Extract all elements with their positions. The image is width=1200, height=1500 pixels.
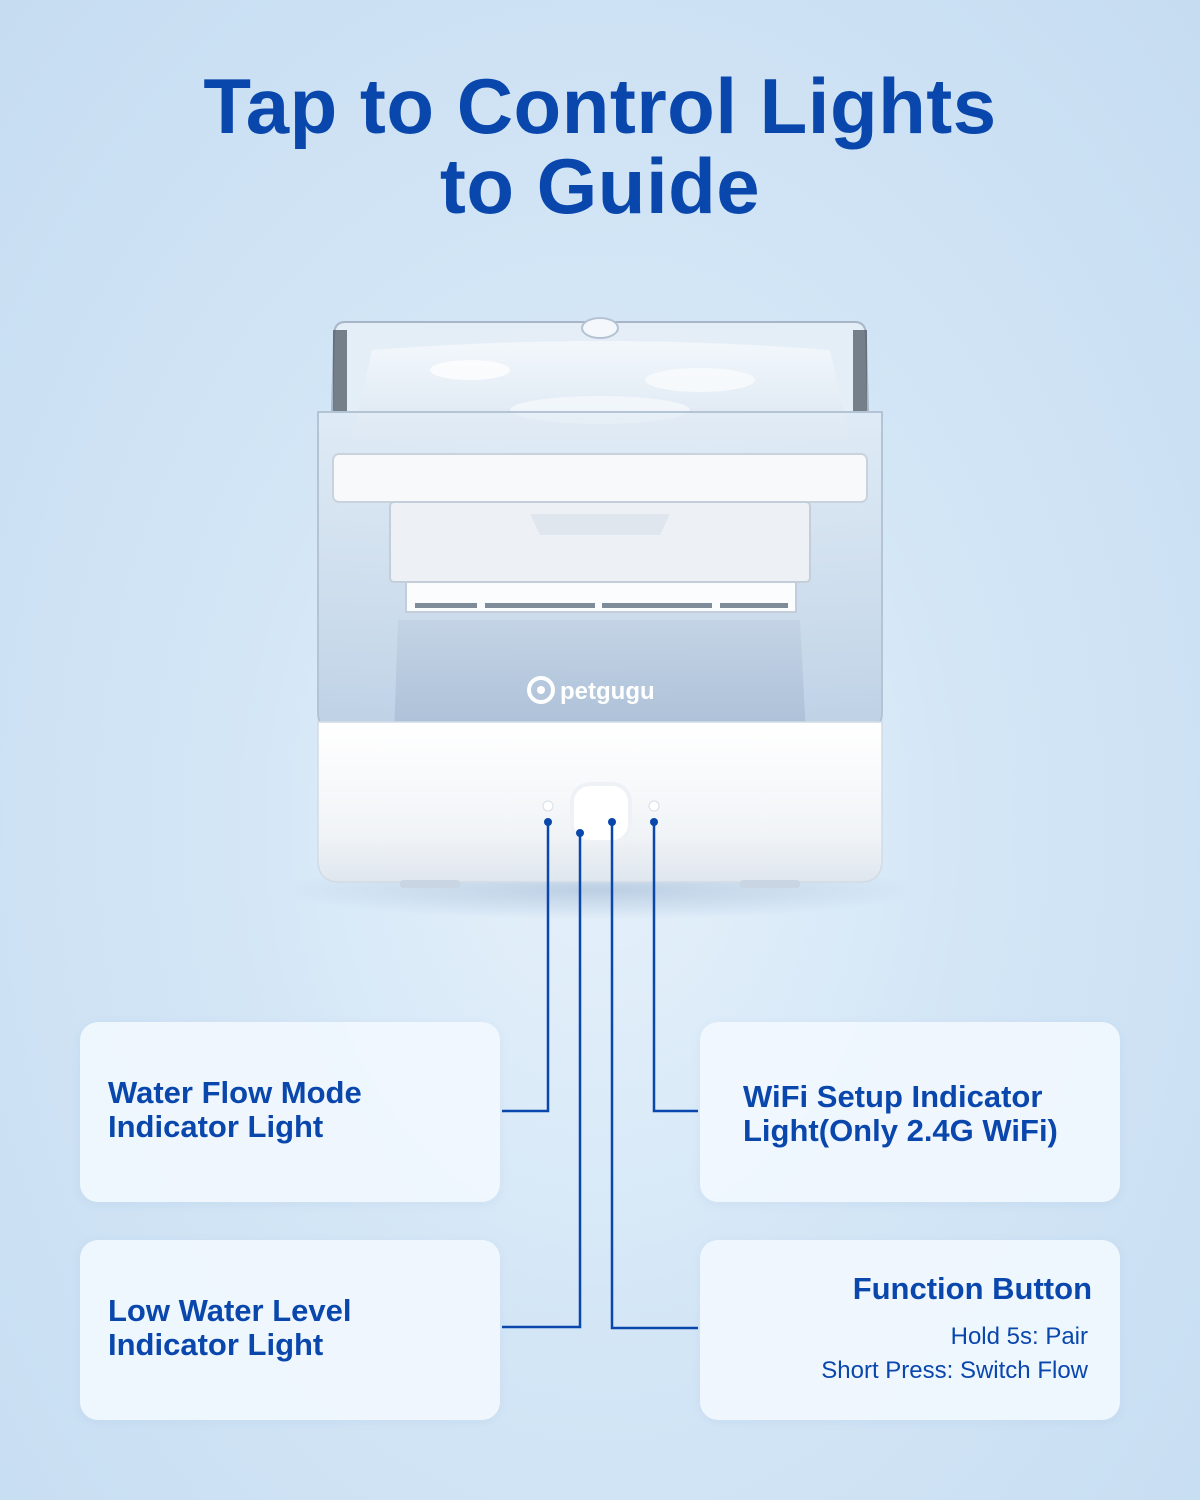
callout-wifi-setup: WiFi Setup Indicator Light(Only 2.4G WiF… (700, 1022, 1120, 1202)
wifi-light (648, 800, 660, 812)
water-ripple-2 (645, 368, 755, 392)
lid-left-edge (333, 330, 347, 412)
grille-slots (415, 603, 788, 608)
title-line-2: to Guide (439, 142, 761, 230)
spout (581, 317, 619, 339)
callout-wifi-title: WiFi Setup Indicator Light(Only 2.4G WiF… (743, 1079, 1058, 1148)
callout-water-flow-title: Water Flow Mode Indicator Light (108, 1075, 362, 1144)
water-ripple-1 (430, 360, 510, 380)
callout-function-desc-pair: Hold 5s: Pair (950, 1323, 1088, 1350)
callout-function-button: Function Button Hold 5s: Pair Short Pres… (700, 1240, 1120, 1420)
callout-water-flow-mode: Water Flow Mode Indicator Light (80, 1022, 500, 1202)
callout-low-water-title: Low Water Level Indicator Light (108, 1293, 352, 1362)
page-title: Tap to Control Lights to Guide (0, 66, 1200, 226)
foot-right (740, 880, 800, 888)
lid-right-edge (853, 330, 867, 412)
filter-notch (530, 514, 670, 535)
petgugu-logo-icon (527, 676, 555, 704)
water-flow-light (542, 800, 554, 812)
title-line-1: Tap to Control Lights (203, 62, 997, 150)
foot-left (400, 880, 460, 888)
inner-compartment (394, 620, 806, 735)
callout-function-title: Function Button (852, 1271, 1092, 1306)
callout-function-desc-switch: Short Press: Switch Flow (821, 1357, 1088, 1384)
brand-logo-text: petgugu (560, 678, 655, 705)
callout-low-water-level: Low Water Level Indicator Light (80, 1240, 500, 1420)
function-button[interactable] (570, 782, 632, 844)
tray (332, 453, 868, 503)
